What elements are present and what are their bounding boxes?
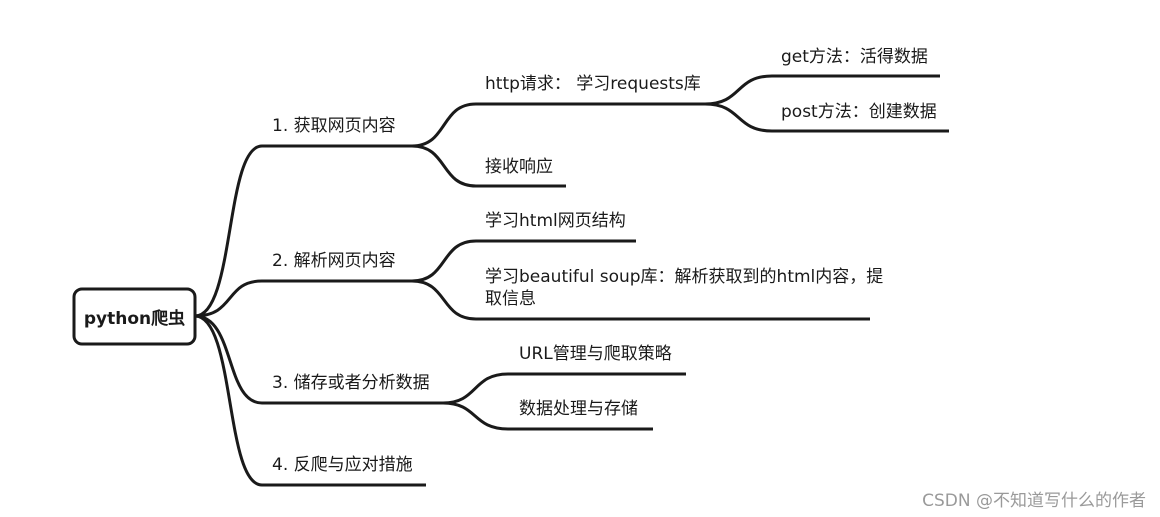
node-get-method[interactable]: get方法：活得数据 (781, 47, 928, 67)
node-learn-beautifulsoup[interactable]: 学习beautiful soup库：解析获取到的html内容，提取信息 (485, 267, 884, 309)
root-box (72, 287, 197, 346)
node-url-management[interactable]: URL管理与爬取策略 (519, 344, 672, 364)
connector-root-branch-4 (193, 314, 264, 487)
connector-http-post (703, 102, 774, 133)
node-post-method[interactable]: post方法：创建数据 (781, 102, 937, 122)
connector-root-branch-3 (193, 314, 264, 405)
connector-branch-1-http (410, 102, 478, 148)
branch-3-label[interactable]: 3. 储存或者分析数据 (272, 373, 430, 393)
connector-branch-2-bs (410, 279, 478, 321)
branch-4-label[interactable]: 4. 反爬与应对措施 (272, 455, 413, 475)
connector-branch-3-url (441, 372, 510, 405)
connector-branch-3-data (441, 401, 510, 431)
node-http-request[interactable]: http请求： 学习requests库 (485, 74, 701, 94)
connector-branch-1-response (410, 144, 478, 188)
node-learn-html[interactable]: 学习html网页结构 (485, 211, 626, 231)
connector-http-get (703, 74, 774, 106)
connector-root-branch-1 (193, 144, 264, 318)
node-receive-response[interactable]: 接收响应 (485, 157, 553, 177)
branch-2-label[interactable]: 2. 解析网页内容 (272, 251, 396, 271)
node-data-processing[interactable]: 数据处理与存储 (519, 399, 638, 419)
connector-branch-2-html (410, 239, 478, 283)
root-node-label[interactable]: python爬虫 (83, 308, 186, 329)
branch-1-label[interactable]: 1. 获取网页内容 (272, 116, 396, 136)
watermark-text: CSDN @不知道写什么的作者 (922, 491, 1146, 511)
connector-root-branch-2 (193, 279, 264, 318)
